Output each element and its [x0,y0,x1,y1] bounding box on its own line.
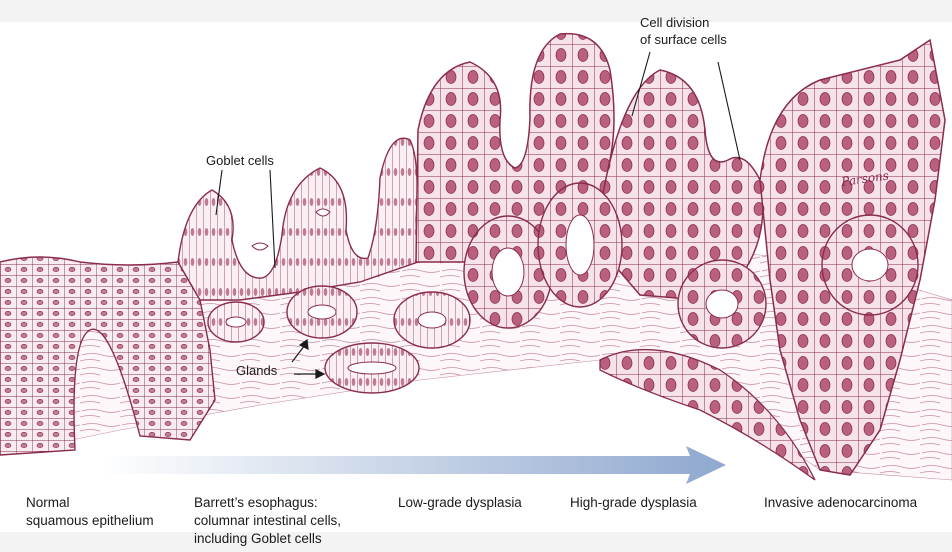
stage-normal-line2: squamous epithelium [26,512,154,530]
goblet-pointer-right [270,170,275,268]
stage-barretts-line2: columnar intestinal cells, [194,512,341,530]
cell-division-label: Cell division of surface cells [640,14,727,48]
goblet-cells-label: Goblet cells [206,152,274,169]
stage-high-grade: High-grade dysplasia [570,494,697,512]
stage-barretts: Barrett’s esophagus: columnar intestinal… [194,494,341,548]
stage-normal: Normal squamous epithelium [26,494,154,530]
stage-normal-line1: Normal [26,494,154,512]
progression-arrow [100,446,726,484]
glands-label: Glands [236,362,277,379]
division-pointer-right [718,62,740,160]
stage-low-grade: Low-grade dysplasia [398,494,522,512]
stage-barretts-line1: Barrett’s esophagus: [194,494,341,512]
stage-barretts-line3: including Goblet cells [194,530,341,548]
cell-division-label-line1: Cell division [640,14,727,31]
cell-division-label-line2: of surface cells [640,31,727,48]
stage-invasive: Invasive adenocarcinoma [764,494,917,512]
goblet-cell-1 [252,243,268,250]
